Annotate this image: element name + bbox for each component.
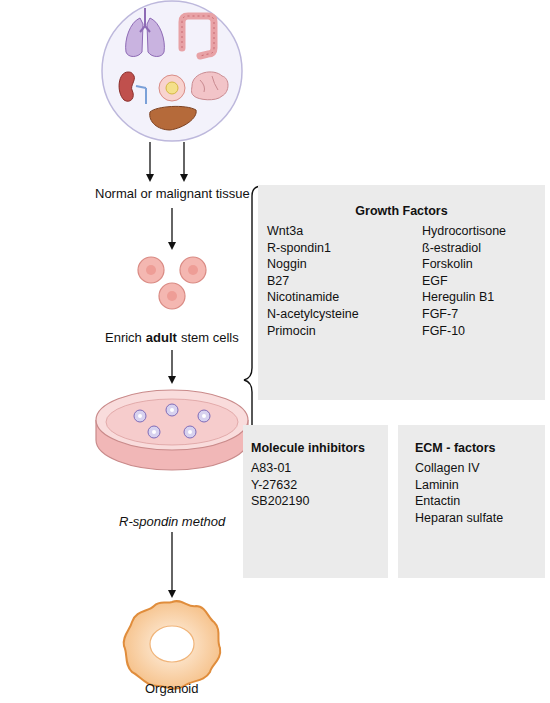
box-heading: Molecule inhibitors xyxy=(251,441,388,455)
factor-item: N-acetylcysteine xyxy=(267,306,422,323)
factor-item: FGF-7 xyxy=(422,306,545,323)
flow-arrow xyxy=(171,208,172,248)
item-list: Wnt3aR-spondin1NogginB27NicotinamideN-ac… xyxy=(267,223,545,339)
petri-dish xyxy=(96,390,248,470)
flow-arrow xyxy=(171,350,172,382)
factor-item: ß-estradiol xyxy=(422,240,545,257)
stage-label: Normal or malignant tissue xyxy=(95,186,250,201)
stage-label: adult xyxy=(146,330,177,345)
factor-box: Molecule inhibitorsA83-01Y-27632SB202190 xyxy=(243,425,388,578)
flow-arrow xyxy=(183,142,184,180)
factor-item: FGF-10 xyxy=(422,323,545,340)
flow-arrow xyxy=(149,142,150,180)
stage-label: stem cells xyxy=(181,330,239,345)
factor-item: R-spondin1 xyxy=(267,240,422,257)
factor-item: EGF xyxy=(422,273,545,290)
factor-item: Heregulin B1 xyxy=(422,289,545,306)
label-row: Normal or malignant tissue xyxy=(95,186,250,201)
result-label: Organoid xyxy=(145,681,198,696)
item-list: A83-01Y-27632SB202190 xyxy=(251,460,388,510)
method-label: R-spondin method xyxy=(119,514,225,529)
factor-box: Growth FactorsWnt3aR-spondin1NogginB27Ni… xyxy=(258,185,545,400)
label-row: Organoid xyxy=(145,681,198,696)
stem-cells xyxy=(138,257,206,309)
flow-arrow xyxy=(171,532,172,596)
organ-circle xyxy=(102,1,242,141)
factor-item: Hydrocortisone xyxy=(422,223,545,240)
factor-item: Heparan sulfate xyxy=(415,510,545,527)
factor-item: Y-27632 xyxy=(251,477,388,494)
organoid xyxy=(124,601,221,689)
stage-label: Enrich xyxy=(105,330,142,345)
factor-item: Forskolin xyxy=(422,256,545,273)
label-row: Enrich adult stem cells xyxy=(105,330,239,345)
factor-item: A83-01 xyxy=(251,460,388,477)
factor-item: Entactin xyxy=(415,493,545,510)
factor-item: Noggin xyxy=(267,256,422,273)
factor-item: Collagen IV xyxy=(415,460,545,477)
box-heading: ECM - factors xyxy=(415,441,545,455)
factor-item: Primocin xyxy=(267,323,422,340)
box-heading: Growth Factors xyxy=(258,204,545,218)
factor-item: Nicotinamide xyxy=(267,289,422,306)
factor-item: B27 xyxy=(267,273,422,290)
factor-item: Laminin xyxy=(415,477,545,494)
label-row: R-spondin method xyxy=(119,514,225,529)
factor-item: Wnt3a xyxy=(267,223,422,240)
item-list: Collagen IVLamininEntactinHeparan sulfat… xyxy=(415,460,545,526)
factor-box: ECM - factorsCollagen IVLamininEntactinH… xyxy=(398,425,545,578)
factor-item: SB202190 xyxy=(251,493,388,510)
